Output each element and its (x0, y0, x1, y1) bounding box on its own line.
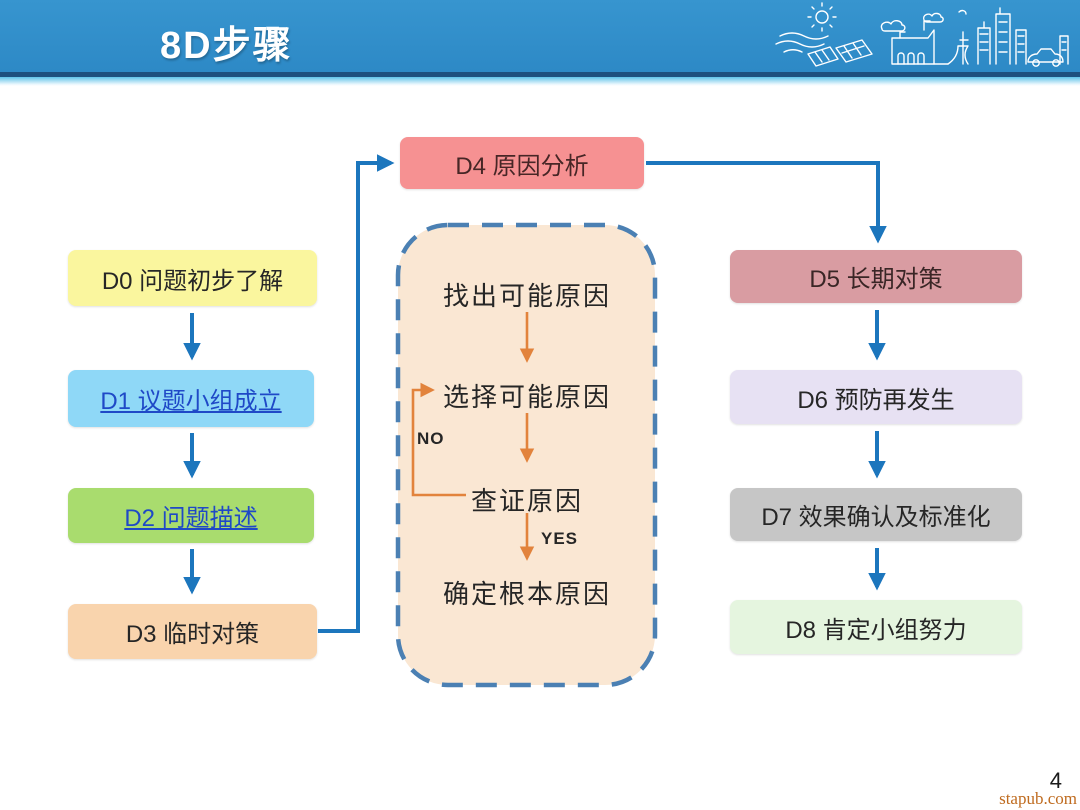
loop-step-select-causes: 选择可能原因 (442, 383, 612, 412)
city-buildings-icon (977, 7, 1069, 65)
loop-step-find-causes: 找出可能原因 (442, 282, 612, 311)
flow-box-d1[interactable]: D1 议题小组成立 (68, 370, 314, 427)
yes-branch-label: YES (541, 529, 579, 548)
cloud-icon (880, 9, 967, 32)
flow-box-d4: D4 原因分析 (400, 137, 644, 189)
factory-icon (891, 20, 949, 65)
flow-box-d0: D0 问题初步了解 (68, 250, 317, 306)
header-illustration (775, 2, 1069, 67)
flow-box-d8: D8 肯定小组努力 (730, 600, 1022, 654)
car-icon (1027, 48, 1064, 67)
flow-box-d1-link[interactable]: D1 议题小组成立 (100, 388, 282, 415)
page-title: 8D步骤 (160, 25, 293, 67)
flow-box-d3: D3 临时对策 (68, 604, 317, 659)
flow-box-d3-label: D3 临时对策 (125, 621, 260, 648)
flow-box-d4-label: D4 原因分析 (455, 152, 589, 180)
header: 8D步骤 (0, 0, 1080, 86)
no-branch-label: NO (417, 429, 445, 448)
flow-box-d2[interactable]: D2 问题描述 (68, 488, 314, 543)
flow-box-d8-label: D8 肯定小组努力 (785, 616, 967, 644)
watermark: stapub.com (999, 789, 1077, 808)
flow-box-d5: D5 长期对策 (730, 250, 1022, 303)
blue-flow-arrows (183, 154, 887, 633)
flow-box-d0-label: D0 问题初步了解 (101, 267, 284, 295)
flow-box-d2-link[interactable]: D2 问题描述 (124, 505, 258, 532)
flow-box-d6: D6 预防再发生 (730, 370, 1022, 424)
arrow-no-loop (411, 382, 466, 497)
header-accent-line (0, 72, 1080, 77)
orange-loop-arrows (411, 312, 535, 561)
flow-box-d7: D7 效果确认及标准化 (730, 488, 1022, 541)
flow-box-d5-label: D5 长期对策 (809, 266, 943, 293)
flow-box-d6-label: D6 预防再发生 (797, 386, 955, 414)
arrow-d4-d5 (646, 161, 887, 244)
waves-icon (775, 32, 829, 53)
loop-step-verify-cause: 查证原因 (470, 487, 584, 516)
page-number: 4 (1049, 768, 1062, 793)
power-pole-icon (947, 31, 969, 65)
header-fade-strip (0, 77, 1080, 86)
flow-box-d7-label: D7 效果确认及标准化 (761, 504, 991, 531)
loop-step-root-cause: 确定根本原因 (442, 580, 612, 609)
solar-panel-icon (807, 39, 873, 67)
sun-icon (807, 2, 837, 32)
arrow-d3-d4 (318, 154, 395, 633)
